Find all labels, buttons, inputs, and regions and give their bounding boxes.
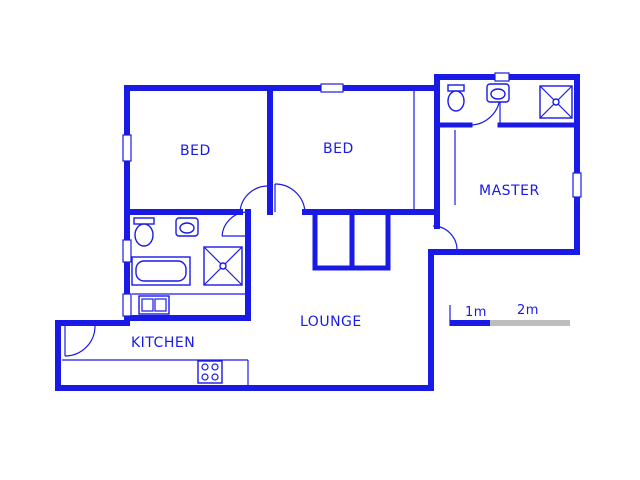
room-label-kitchen: KITCHEN: [131, 335, 195, 351]
kitchen-sink-icon: [138, 295, 170, 315]
toilet-icon: [133, 217, 155, 225]
window-master: [572, 172, 582, 198]
scale-bar-segment-2: [490, 320, 570, 326]
bathroom-fixtures: [131, 217, 243, 286]
window-bed2: [320, 83, 344, 93]
door-bed2: [274, 183, 306, 213]
cupboards: [413, 90, 456, 210]
room-label-master: MASTER: [479, 183, 540, 199]
window-kitchen: [122, 293, 132, 317]
scale-label-2m: 2m: [517, 303, 539, 318]
door-bed1: [239, 185, 269, 213]
door-master: [432, 225, 458, 251]
room-label-bed2: BED: [323, 141, 354, 157]
window-ensuite: [494, 72, 510, 82]
ensuite-toilet-icon: [447, 84, 465, 92]
doors: [64, 94, 501, 357]
kitchen-fixtures: [62, 293, 249, 385]
scale-bar: 1m 2m: [449, 303, 570, 326]
window-bed1: [122, 134, 132, 162]
room-label-bed1: BED: [180, 143, 211, 159]
windows: [122, 72, 582, 317]
room-label-lounge: LOUNGE: [300, 314, 362, 330]
exterior-walls: [55, 74, 580, 391]
door-front: [64, 325, 96, 357]
window-bathroom: [122, 239, 132, 263]
ensuite-fixtures: [447, 83, 573, 119]
scale-label-1m: 1m: [465, 305, 487, 320]
stove-icon: [197, 360, 223, 384]
scale-bar-segment-1: [450, 320, 490, 326]
door-bathroom: [221, 211, 247, 237]
